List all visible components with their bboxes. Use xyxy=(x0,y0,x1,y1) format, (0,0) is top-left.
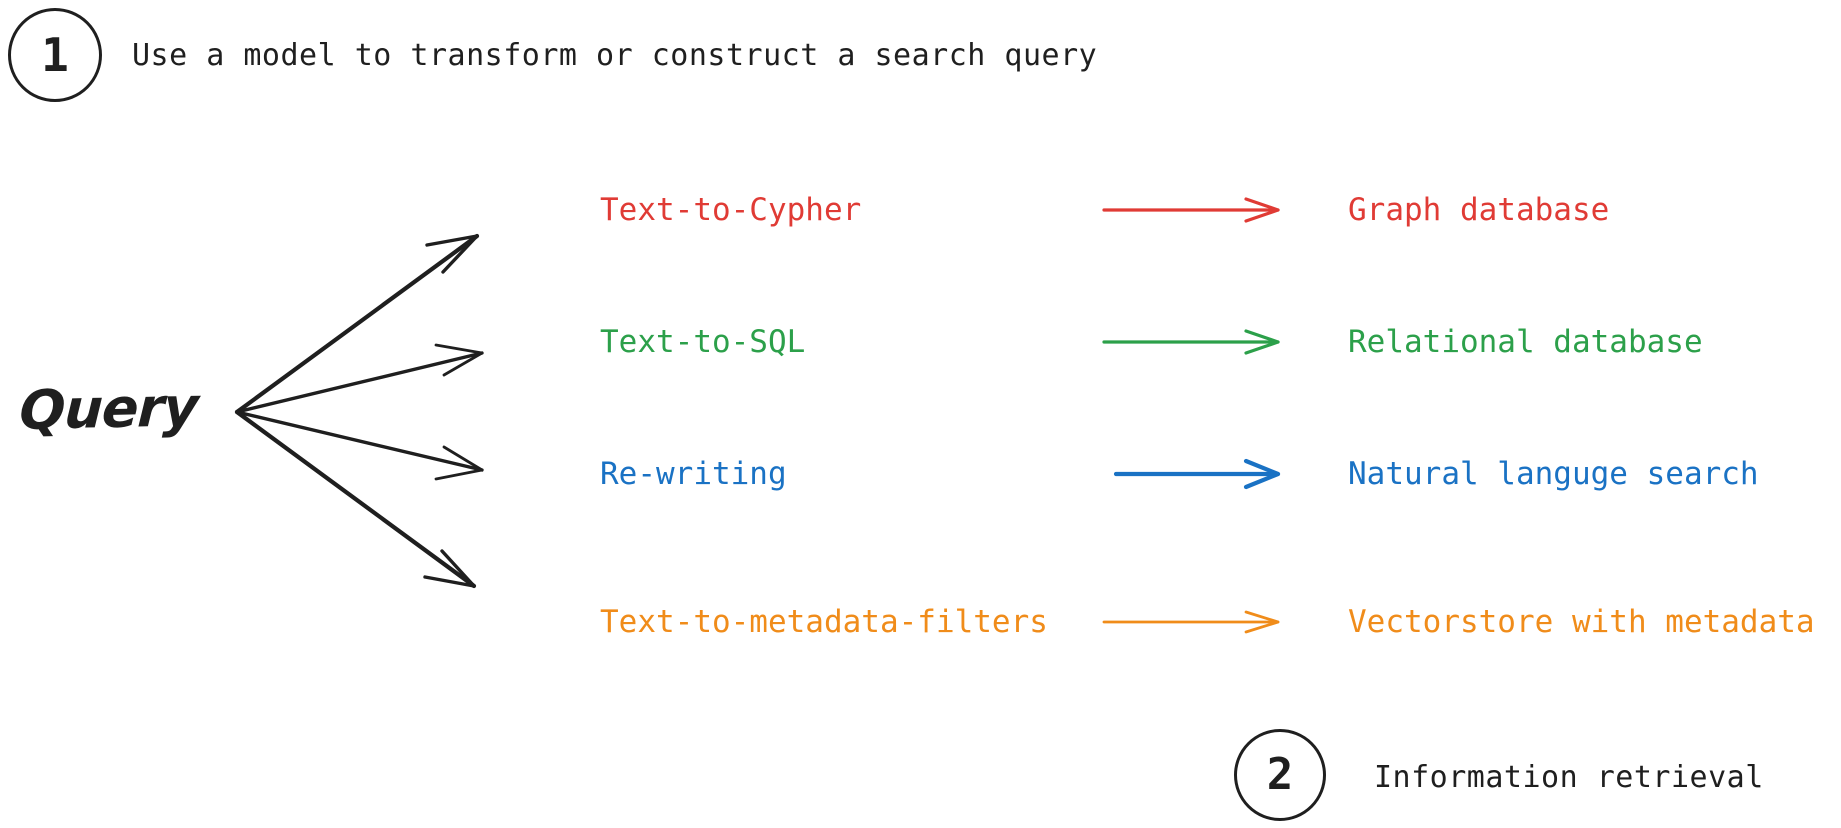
arrow-to-natural-language-search xyxy=(1113,458,1281,490)
step-1-badge: 1 xyxy=(8,8,102,102)
step-1-number: 1 xyxy=(41,28,69,82)
target-label-graph-database: Graph database xyxy=(1348,192,1610,228)
method-label-text-to-cypher: Text-to-Cypher xyxy=(600,192,862,228)
arrow-to-relational-database xyxy=(1102,329,1280,355)
step-1-caption: Use a model to transform or construct a … xyxy=(132,38,1098,73)
query-source-label: Query xyxy=(18,375,200,442)
flow-row-metadata: Text-to-metadata-filters Vectorstore wit… xyxy=(0,600,1841,660)
target-label-relational-database: Relational database xyxy=(1348,324,1703,360)
step-2-badge: 2 xyxy=(1234,729,1326,821)
step-2-number: 2 xyxy=(1266,749,1294,800)
method-label-text-to-sql: Text-to-SQL xyxy=(600,324,806,360)
target-label-natural-language-search: Natural languge search xyxy=(1348,456,1759,492)
method-label-text-to-metadata-filters: Text-to-metadata-filters xyxy=(600,604,1048,640)
arrow-to-vectorstore-with-metadata xyxy=(1102,610,1280,634)
flow-row-sql: Text-to-SQL Relational database xyxy=(0,320,1841,380)
method-label-re-writing: Re-writing xyxy=(600,456,787,492)
arrow-to-graph-database xyxy=(1102,197,1280,223)
step-2-caption: Information retrieval xyxy=(1374,760,1764,795)
flow-row-rewrite: Re-writing Natural languge search xyxy=(0,452,1841,512)
flow-row-cypher: Text-to-Cypher Graph database xyxy=(0,188,1841,248)
target-label-vectorstore-with-metadata: Vectorstore with metadata xyxy=(1348,604,1815,640)
